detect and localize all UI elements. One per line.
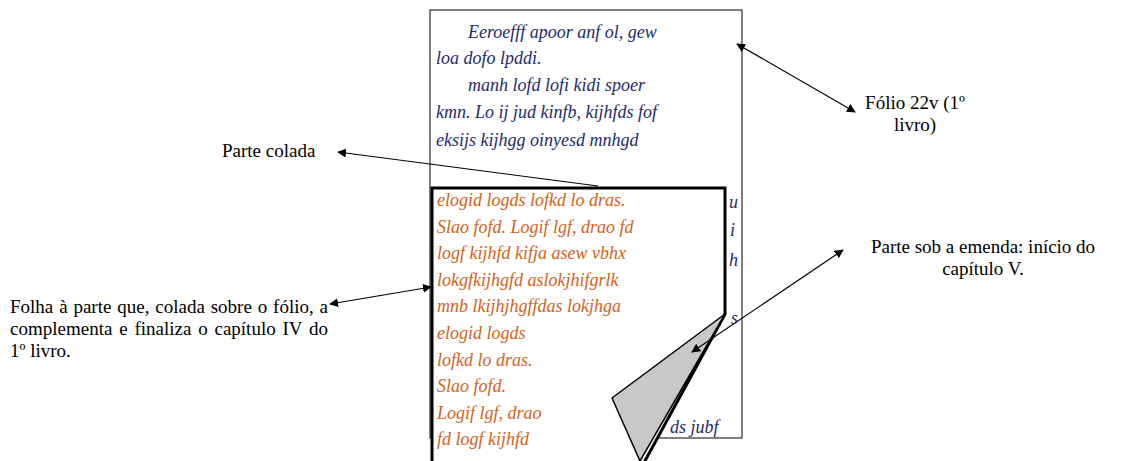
manuscript-line: kmn. Lo ij jud kinfb, kijhfds fof: [436, 102, 657, 123]
curled-corner: [612, 314, 725, 461]
pasted-sheet: [432, 188, 725, 461]
pasted-line: lokgfkijhgfd aslokjhifgrlk: [437, 270, 618, 291]
leader-line: [330, 287, 431, 304]
manuscript-fragment: ds jubf: [670, 417, 719, 438]
manuscript-line: manh lofd lofi kidi spoer: [468, 75, 645, 96]
manuscript-fragment: s: [731, 308, 738, 329]
annotation: Parte colada: [222, 140, 315, 162]
pasted-line: elogid logds lofkd lo dras.: [437, 190, 626, 211]
pasted-line: logf kijhfd kifja asew vbhx: [437, 243, 626, 264]
pasted-line: Logif lgf, drao: [437, 403, 542, 424]
leader-line: [737, 44, 855, 112]
manuscript-line: eksijs kijhgg oinyesd mnhgd: [436, 130, 638, 151]
pasted-line: Slao fofd.: [437, 376, 506, 397]
annotation: Parte sob a emenda: início do capítulo V…: [848, 236, 1118, 280]
annotation: Folha à parte que, colada sobre o fólio,…: [10, 296, 328, 362]
leader-line: [338, 152, 598, 186]
pasted-line: fd logf kijhfd: [437, 429, 529, 450]
pasted-line: mnb lkijhjhgffdas lokjhga: [437, 296, 621, 317]
pasted-line: lofkd lo dras.: [437, 350, 533, 371]
annotation: Fólio 22v (1º livro): [860, 92, 970, 136]
manuscript-fragment: h: [729, 250, 738, 271]
manuscript-fragment: u: [729, 192, 738, 213]
pasted-line: elogid logds: [437, 323, 526, 344]
manuscript-line: loa dofo lpddi.: [436, 48, 542, 69]
manuscript-line: Eeroefff apoor anf ol, gew: [468, 22, 657, 43]
pasted-line: Slao fofd. Logif lgf, drao fd: [437, 217, 634, 238]
leader-line: [692, 250, 843, 352]
manuscript-fragment: i: [730, 220, 735, 241]
